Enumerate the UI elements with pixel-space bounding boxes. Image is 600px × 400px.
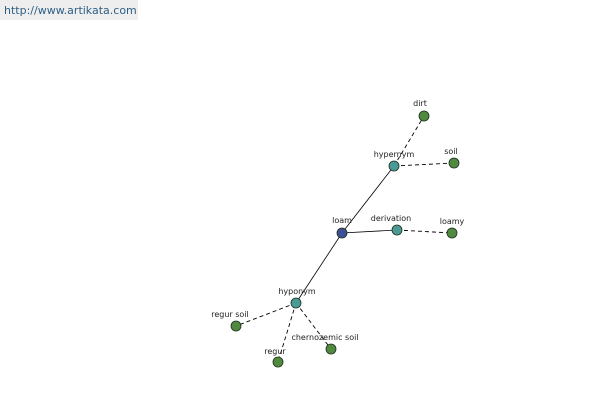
node-label-dirt[interactable]: dirt: [413, 99, 427, 108]
node-dirt[interactable]: [418, 110, 430, 122]
edges-layer: [235, 115, 455, 363]
node-loamy[interactable]: [446, 227, 458, 239]
node-regur[interactable]: [272, 356, 284, 368]
node-hyponym[interactable]: [290, 297, 302, 309]
node-chernozemic-soil[interactable]: [325, 343, 337, 355]
edge-derivation-to-loamy: [396, 229, 453, 234]
node-soil[interactable]: [448, 157, 460, 169]
edge-hypernym-to-soil: [393, 162, 455, 167]
source-url-link[interactable]: http://www.artikata.com: [0, 0, 138, 20]
node-label-hyponym[interactable]: hyponym: [278, 287, 316, 296]
node-label-soil[interactable]: soil: [444, 147, 458, 156]
edge-loam-to-derivation: [341, 229, 398, 234]
nodes-layer: [230, 110, 460, 368]
node-label-loam[interactable]: loam: [332, 216, 352, 225]
edge-hypernym-to-dirt: [393, 115, 425, 167]
node-label-regur-soil[interactable]: regur soil: [211, 310, 249, 319]
node-loam[interactable]: [336, 227, 348, 239]
edge-loam-to-hypernym: [341, 165, 395, 234]
node-label-derivation[interactable]: derivation: [371, 214, 411, 223]
node-regur-soil[interactable]: [230, 320, 242, 332]
node-derivation[interactable]: [391, 224, 403, 236]
node-label-loamy[interactable]: loamy: [440, 217, 465, 226]
labels-layer: loam hypernym derivation hyponym dirt soil loa…: [211, 99, 464, 356]
node-label-regur[interactable]: regur: [264, 347, 286, 356]
node-hypernym[interactable]: [388, 160, 400, 172]
edge-hyponym-to-regur: [277, 302, 297, 363]
node-label-hypernym[interactable]: hypernym: [374, 150, 415, 159]
edge-hyponym-to-regur_soil: [235, 302, 297, 327]
edge-loam-to-hyponym: [295, 232, 343, 304]
edge-hyponym-to-chernozemic_soil: [295, 302, 332, 350]
node-label-chernozemic-soil[interactable]: chernozemic soil: [291, 333, 358, 342]
